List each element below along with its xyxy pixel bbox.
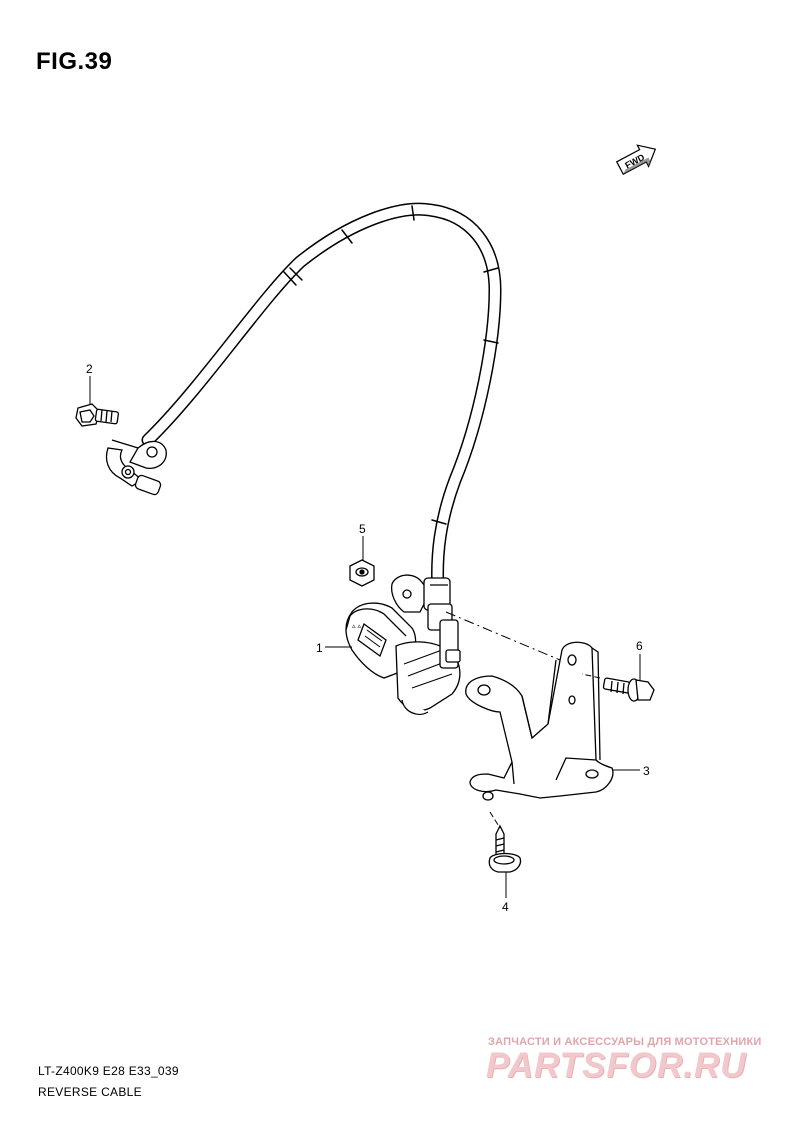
callout-2: 2 [86,362,93,376]
callout-1: 1 [316,641,323,655]
callout-5: 5 [359,522,366,536]
nut-icon [349,559,375,587]
watermark-logo: PARTSFOR.RU [486,1046,747,1085]
screw-icon [488,824,522,873]
mounting-bracket [465,641,614,801]
reverse-lever-assembly: ▵ ▵ [345,574,461,715]
leader-lines [89,376,641,898]
reverse-cable [141,202,502,597]
callout-6: 6 [636,639,643,653]
watermark-tagline: ЗАПЧАСТИ И АКСЕССУАРЫ ДЛЯ МОТОТЕХНИКИ [488,1036,762,1048]
cable-end-fitting [105,439,167,496]
callout-3: 3 [643,764,650,778]
section-name: REVERSE CABLE [38,1085,142,1099]
fwd-arrow-icon: FWD [615,144,657,175]
figure-title: FIG.39 [36,48,113,75]
bolt-icon [75,403,120,427]
callout-4: 4 [502,900,509,914]
flange-bolt-icon [602,677,655,702]
model-code: LT-Z400K9 E28 E33_039 [38,1064,179,1078]
svg-text:▵ ▵: ▵ ▵ [352,623,361,630]
